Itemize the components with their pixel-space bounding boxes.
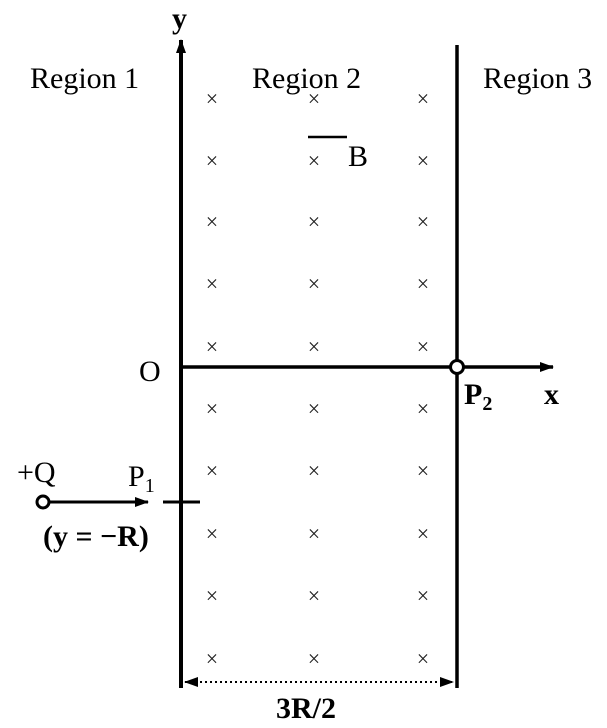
field-cross-icon: × (417, 396, 429, 421)
field-cross-icon: × (417, 334, 429, 359)
p1-label: P1 (128, 460, 155, 497)
field-cross-icon: × (308, 521, 320, 546)
p2-label: P2 (464, 378, 492, 415)
field-cross-icon: × (308, 646, 320, 671)
charge-particle (35, 494, 51, 510)
x-axis-label: x (544, 378, 559, 411)
field-cross-icon: × (308, 148, 320, 173)
charge-label: +Q (17, 456, 56, 489)
p2-point (449, 359, 465, 375)
field-cross-icon: × (308, 209, 320, 234)
field-cross-icon: × (417, 271, 429, 296)
width-dimension-label: 3R/2 (276, 692, 336, 725)
field-cross-icon: × (417, 646, 429, 671)
field-cross-icon: × (206, 334, 218, 359)
field-cross-icon: × (206, 646, 218, 671)
y-axis-label: y (172, 2, 187, 35)
field-cross-icon: × (417, 86, 429, 111)
field-cross-icon: × (206, 271, 218, 296)
field-cross-icon: × (417, 209, 429, 234)
field-cross-icon: × (417, 521, 429, 546)
field-cross-icon: × (206, 521, 218, 546)
region2-label: Region 2 (252, 62, 361, 95)
p1-subscript: 1 (145, 475, 155, 497)
field-cross-icon: × (308, 396, 320, 421)
region3-label: Region 3 (483, 62, 592, 95)
field-cross-icon: × (206, 396, 218, 421)
field-cross-icon: × (417, 583, 429, 608)
field-cross-icon: × (308, 86, 320, 111)
field-cross-icon: × (308, 271, 320, 296)
p1-letter: P (128, 460, 145, 493)
region1-label: Region 1 (30, 62, 139, 95)
field-cross-icon: × (206, 86, 218, 111)
field-cross-icon: × (206, 458, 218, 483)
field-cross-icon: × (206, 209, 218, 234)
field-cross-icon: × (206, 583, 218, 608)
charge-condition-label: (y = −R) (43, 520, 149, 553)
magnetic-field-crosses: × × × × × × × × × × × × × × × × × × × × × × × × × × × × × × (206, 86, 429, 671)
field-cross-icon: × (417, 148, 429, 173)
field-cross-icon: × (206, 148, 218, 173)
field-cross-icon: × (308, 334, 320, 359)
p2-subscript: 2 (482, 393, 492, 415)
field-cross-icon: × (308, 458, 320, 483)
b-field-label: B (348, 140, 368, 173)
p2-letter: P (464, 378, 482, 411)
origin-label: O (139, 355, 161, 388)
field-cross-icon: × (308, 583, 320, 608)
field-cross-icon: × (417, 458, 429, 483)
